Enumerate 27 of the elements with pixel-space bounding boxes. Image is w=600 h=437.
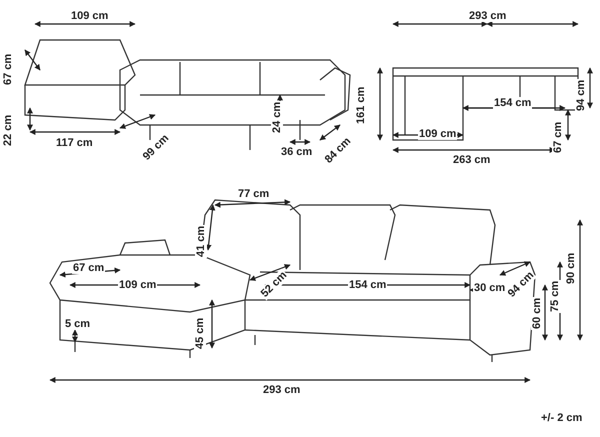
dimension-label: 45 cm	[194, 316, 206, 350]
dimension-label: 161 cm	[355, 86, 367, 125]
dimension-label: 30 cm	[473, 282, 506, 294]
dimension-label: 154 cm	[348, 279, 388, 291]
dimension-label: 293 cm	[262, 384, 302, 396]
dimension-label: 109 cm	[70, 10, 110, 22]
dimension-label: 263 cm	[452, 154, 492, 166]
dimension-label: 77 cm	[237, 188, 270, 200]
dimension-label: 24 cm	[271, 100, 283, 134]
dimension-label: 117 cm	[55, 137, 94, 149]
dimension-label: 60 cm	[531, 296, 543, 330]
dimension-label: 67 cm	[552, 120, 564, 154]
dimension-label: 109 cm	[118, 279, 158, 291]
dimension-label: 75 cm	[549, 280, 561, 313]
dimension-label: 52 cm	[258, 268, 290, 300]
dimension-label: 293 cm	[468, 10, 508, 22]
dimension-label: 94 cm	[575, 78, 587, 112]
dimension-label: 67 cm	[72, 262, 106, 274]
dimension-label: 36 cm	[280, 146, 314, 158]
dimension-label: 90 cm	[565, 252, 577, 285]
dimension-label: +/- 2 cm	[540, 412, 584, 424]
dimension-label: 67 cm	[2, 52, 14, 86]
dimension-label: 41 cm	[195, 224, 207, 258]
dimension-label: 109 cm	[418, 128, 458, 140]
dimension-label: 154 cm	[493, 97, 532, 109]
dimension-label: 5 cm	[64, 318, 92, 330]
dimension-label: 22 cm	[2, 114, 14, 147]
